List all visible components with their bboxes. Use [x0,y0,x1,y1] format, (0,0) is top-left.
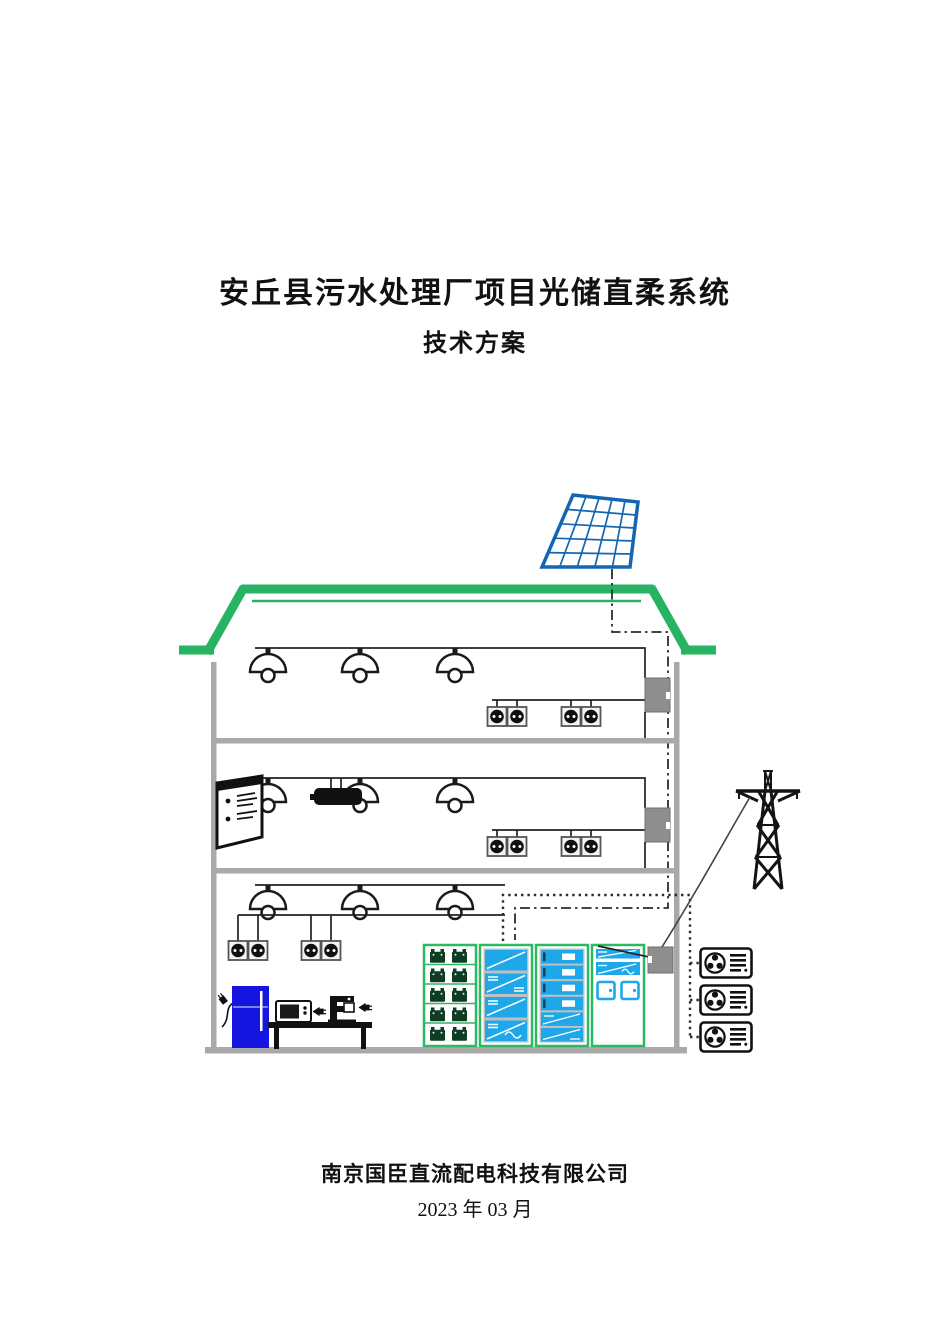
document-subtitle: 技术方案 [423,331,527,357]
power-socket-icon [247,940,269,961]
power-socket-icon [560,706,582,727]
company-name: 南京国臣直流配电科技有限公司 [321,1162,629,1186]
floor-2 [215,774,671,868]
power-socket-icon [506,836,528,857]
refrigerator-icon [217,986,269,1048]
table [268,1022,372,1049]
floor-3 [248,646,671,738]
ceiling-lamp-icon [435,883,475,921]
projector-icon [310,778,362,805]
ceiling-lamp-icon [248,646,288,684]
fan-unit-icon [699,984,753,1016]
coffee-machine-icon [328,996,373,1023]
power-socket-icon [300,940,322,961]
converter-rack-cabinet [534,943,590,1048]
power-socket-icon [506,706,528,727]
distribution-box-icon [644,677,671,713]
power-socket-icon [580,836,602,857]
projection-screen-icon [215,774,264,850]
document-title: 安丘县污水处理厂项目光储直柔系统 [219,277,731,310]
plug-icon [312,1007,327,1016]
ceiling-lamp-icon [435,646,475,684]
building-structure [205,662,687,1054]
power-socket-icon [580,706,602,727]
inverter-cabinet [478,943,534,1048]
power-socket-icon [560,836,582,857]
control-cabinet [590,943,646,1048]
power-socket-icon [227,940,249,961]
grid-connection-wire [661,796,751,948]
fan-unit-icon [699,947,753,979]
ceiling-lamp-icon [435,776,475,814]
microwave-icon [275,1000,327,1023]
power-socket-icon [320,940,342,961]
fan-unit-icon [699,1021,753,1053]
plug-icon [358,1003,373,1012]
floor-1 [217,883,674,1049]
ceiling-lamp-icon [340,646,380,684]
pv-dc-line [514,569,669,940]
ceiling-lamp-icon [248,883,288,921]
distribution-box-icon [647,946,674,974]
green-roof [179,584,716,656]
power-socket-icon [486,836,508,857]
ceiling-lamp-icon [340,883,380,921]
distribution-box-icon [644,807,671,843]
solar-panel-icon [539,493,640,569]
battery-cabinet [422,943,478,1048]
power-socket-icon [486,706,508,727]
publish-date: 2023 年 03 月 [417,1199,533,1221]
transmission-tower-icon [735,770,801,890]
